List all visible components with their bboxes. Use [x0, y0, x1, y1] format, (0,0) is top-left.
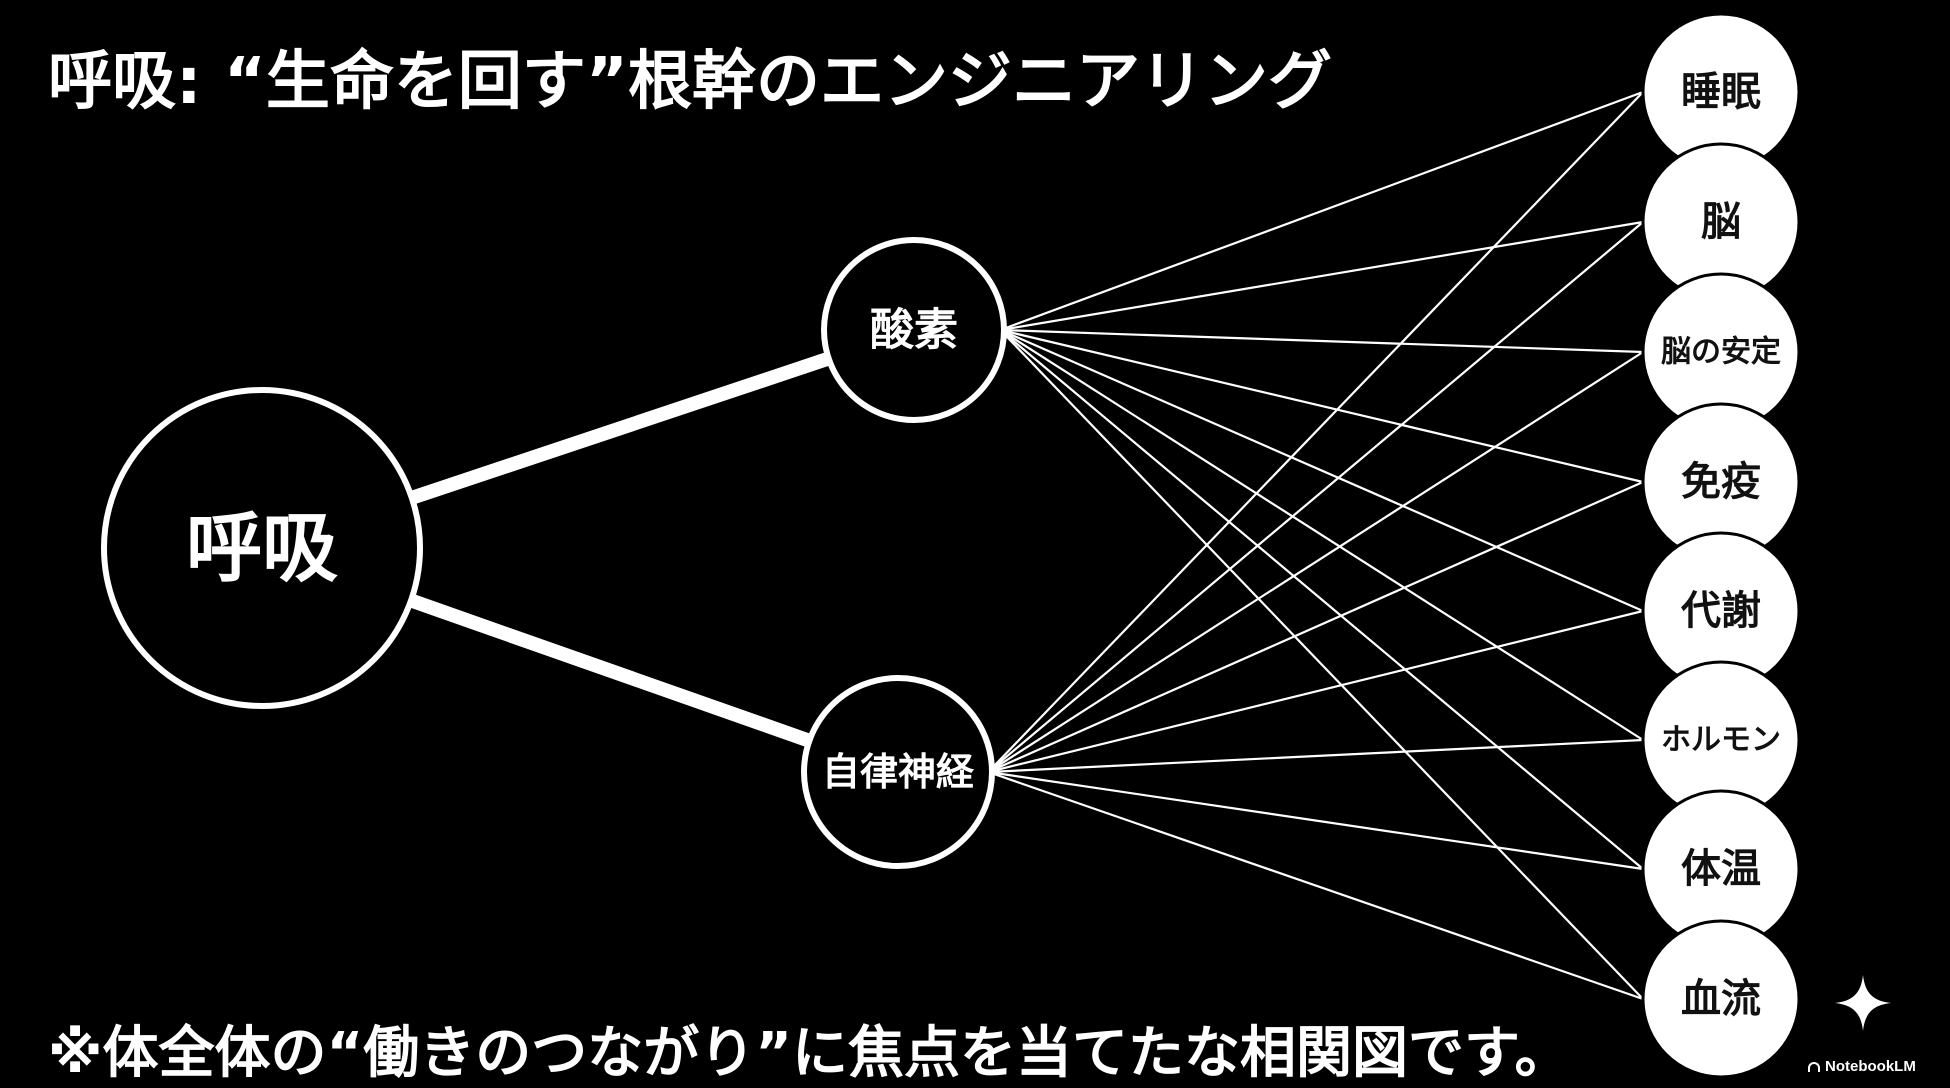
target-label-6: 体温 — [1681, 846, 1761, 892]
brand-label: NotebookLM — [1825, 1058, 1916, 1075]
edge-thin-14 — [987, 609, 1645, 774]
target-label-0: 睡眠 — [1681, 69, 1761, 115]
edge-thin-13 — [987, 480, 1645, 774]
root-circle-0 — [101, 387, 423, 709]
intermediate-node-1: 自律神経 — [801, 675, 995, 869]
target-label-4: 代謝 — [1680, 588, 1761, 634]
edge-thin-8 — [999, 328, 1645, 871]
edge-thick-1 — [400, 592, 821, 750]
target-label-1: 脳 — [1701, 199, 1741, 245]
edge-thin-3 — [999, 220, 1645, 332]
edge-thin-9 — [999, 328, 1645, 1001]
brand-watermark: NotebookLM — [1808, 1058, 1916, 1075]
intermediate-circle-0 — [821, 237, 1007, 423]
root-node-0: 呼吸 — [101, 387, 423, 709]
target-label-5: ホルモン — [1661, 723, 1781, 758]
edge-thin-6 — [999, 328, 1645, 613]
edge-thin-11 — [987, 220, 1645, 774]
sparkle-icon — [1835, 975, 1891, 1031]
target-node-3: 免疫 — [1641, 402, 1801, 562]
edge-thin-4 — [999, 328, 1645, 354]
target-node-7: 血流 — [1641, 919, 1801, 1079]
intermediate-label-0: 酸素 — [870, 305, 958, 356]
target-label-2: 脳の安定 — [1661, 335, 1781, 370]
target-node-0: 睡眠 — [1641, 12, 1801, 172]
target-label-3: 免疫 — [1681, 459, 1761, 505]
edge-thick-0 — [401, 350, 840, 507]
intermediate-label-1: 自律神経 — [822, 750, 975, 794]
target-node-6: 体温 — [1641, 789, 1801, 949]
edge-thin-5 — [999, 328, 1645, 484]
page-title: 呼吸: “生命を回す”根幹のエンジニアリング — [48, 45, 1332, 119]
notebooklm-logo-icon — [1808, 1061, 1820, 1072]
target-circle-7 — [1641, 919, 1801, 1079]
edge-thin-17 — [987, 770, 1645, 1001]
root-label-0: 呼吸 — [186, 504, 338, 593]
edge-thin-10 — [987, 90, 1645, 774]
intermediate-circle-1 — [801, 675, 995, 869]
edge-thin-2 — [999, 90, 1645, 332]
edge-thin-15 — [987, 738, 1645, 774]
edge-thin-16 — [987, 770, 1645, 871]
edge-thin-7 — [999, 328, 1645, 742]
intermediate-node-0: 酸素 — [821, 237, 1007, 423]
footnote: ※体全体の“働きのつながり”に焦点を当てたな相関図です。 — [48, 1021, 1571, 1086]
target-label-7: 血流 — [1681, 976, 1761, 1022]
edge-thin-12 — [987, 350, 1645, 774]
